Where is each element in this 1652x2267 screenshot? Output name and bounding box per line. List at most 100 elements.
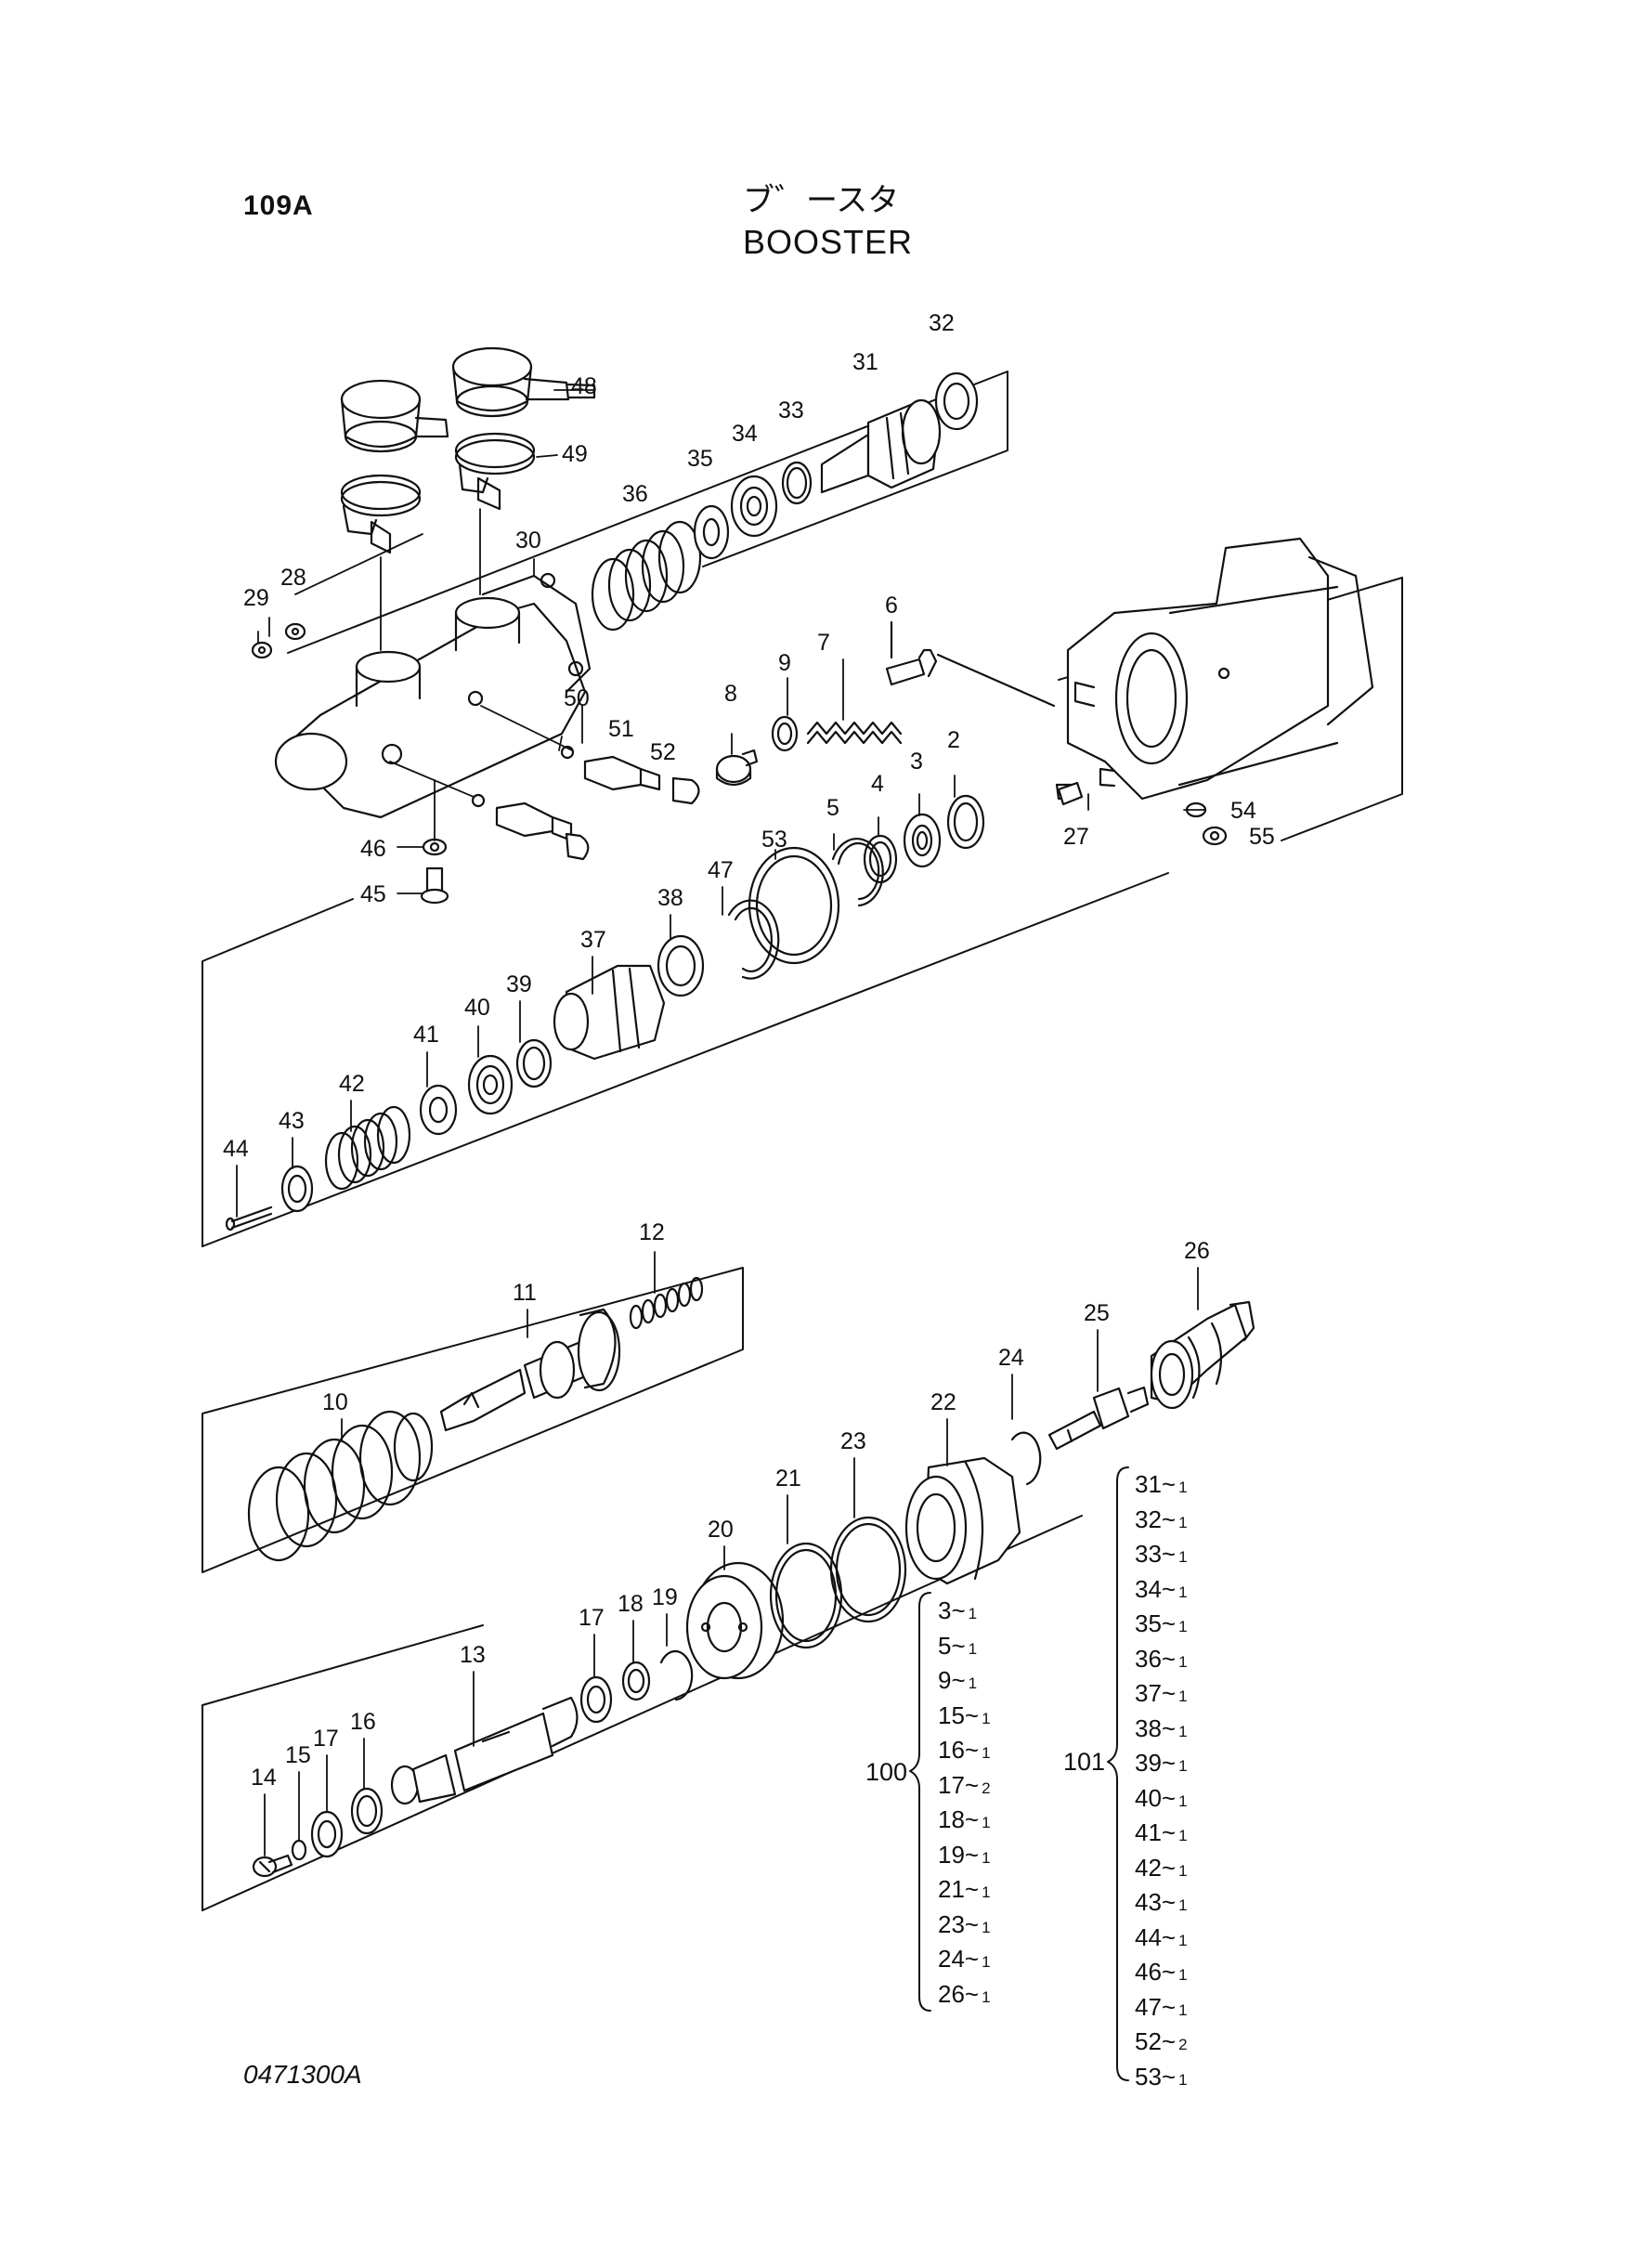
kit-item-qty: 1 (982, 1709, 991, 1727)
kit-item-qty: 1 (1178, 1513, 1188, 1531)
kit-item-separator: ~ (1161, 1853, 1177, 1882)
callout-30: 30 (515, 528, 541, 554)
kit-item: 17~2 (938, 1768, 1040, 1804)
ring-33 (781, 461, 813, 505)
callout-17-lower: 17 (313, 1726, 339, 1752)
seat-35 (693, 504, 730, 560)
kit-item-qty: 1 (1178, 1652, 1188, 1671)
kit-item: 40~1 (1135, 1781, 1237, 1817)
kit-item-qty: 1 (1178, 1618, 1188, 1635)
kit-item: 24~1 (938, 1942, 1040, 1977)
kit-item-qty: 2 (1178, 2036, 1188, 2053)
kit-item-part: 46 (1135, 1958, 1162, 1986)
plunger-11 (439, 1308, 621, 1432)
kit-item-qty: 1 (1178, 1931, 1188, 1949)
kit-item-qty: 1 (982, 1953, 991, 1971)
kit-item-separator: ~ (1161, 1505, 1177, 1533)
spring-10 (247, 1410, 434, 1562)
stud-6 (885, 620, 1056, 708)
kit-item-separator: ~ (1161, 1609, 1177, 1637)
callout-18: 18 (618, 1591, 644, 1617)
kit-item-qty: 1 (1178, 1548, 1188, 1566)
leader-lines-row4 (264, 1267, 1199, 1857)
kit-item-separator: ~ (1161, 2027, 1177, 2055)
kit-item-part: 34 (1135, 1574, 1162, 1603)
kit-item-separator: ~ (964, 1840, 980, 1869)
kit-item: 44~1 (1135, 1921, 1237, 1956)
stud-27 (1057, 781, 1084, 806)
kit-item-part: 31 (1135, 1470, 1162, 1498)
nut-28 (284, 622, 306, 641)
kit-item-part: 35 (1135, 1609, 1162, 1637)
kit-item: 46~1 (1135, 1955, 1237, 1990)
kit-item-qty: 2 (982, 1778, 991, 1797)
kit-100-brace (909, 1592, 931, 2012)
callout-10: 10 (322, 1389, 348, 1415)
bolt-45 (420, 838, 449, 905)
kit-item-part: 52 (1135, 2027, 1162, 2055)
kit-item-part: 9 (938, 1666, 952, 1694)
callout-numbers: 48 49 30 28 29 50 51 52 46 45 36 35 34 3… (223, 310, 1275, 1791)
kit-item-qty: 1 (1178, 2000, 1188, 2019)
kit-item-part: 38 (1135, 1713, 1162, 1742)
seal-40 (467, 1054, 514, 1115)
kit-item-separator: ~ (1161, 1540, 1177, 1568)
callout-54: 54 (1230, 798, 1256, 824)
callout-32: 32 (929, 310, 955, 336)
callout-16: 16 (350, 1709, 376, 1735)
leader-lines-row1 (257, 389, 595, 798)
kit-item-part: 36 (1135, 1644, 1162, 1673)
kit-item-separator: ~ (1161, 1888, 1177, 1916)
kit-item-separator: ~ (951, 1666, 966, 1694)
kit-item-separator: ~ (951, 1631, 966, 1660)
kit-item: 35~1 (1135, 1607, 1237, 1642)
kit-item-qty: 1 (968, 1605, 978, 1622)
kit-item-qty: 1 (968, 1674, 978, 1692)
kit-item-separator: ~ (1161, 2062, 1177, 2091)
kit-item-part: 26 (938, 1979, 965, 2008)
callout-22: 22 (930, 1389, 956, 1415)
kit-100-id: 100 (865, 1758, 908, 1786)
callout-35: 35 (687, 446, 713, 472)
kit-item-separator: ~ (1161, 1922, 1177, 1951)
callout-47: 47 (708, 857, 734, 883)
spring-42 (324, 1105, 411, 1191)
kit-item: 32~1 (1135, 1503, 1237, 1538)
ring-9 (771, 715, 799, 752)
callout-12: 12 (639, 1219, 665, 1245)
kit-item: 5~1 (938, 1629, 1040, 1664)
callout-39: 39 (506, 971, 532, 997)
kit-item-separator: ~ (1161, 1749, 1177, 1777)
retainer-43 (280, 1165, 314, 1213)
callout-52: 52 (650, 739, 676, 765)
snap-ring-24 (1010, 1431, 1042, 1486)
washer-54 (1185, 801, 1207, 818)
kit-item-part: 44 (1135, 1922, 1162, 1951)
kit-item-separator: ~ (964, 1909, 980, 1938)
kit-item-separator: ~ (964, 1805, 980, 1833)
seal-17a (310, 1810, 344, 1858)
kit-item-separator: ~ (1161, 1644, 1177, 1673)
kit-item-qty: 1 (982, 1883, 991, 1901)
callout-8: 8 (724, 681, 737, 707)
kit-item: 23~1 (938, 1908, 1040, 1943)
callout-4: 4 (871, 771, 884, 797)
sleeve-22 (904, 1456, 1021, 1585)
hose-clamp-49 (340, 432, 536, 554)
callout-46: 46 (360, 836, 386, 862)
kit-item-separator: ~ (964, 1875, 980, 1903)
kit-item-separator: ~ (1161, 1992, 1177, 2021)
callout-50: 50 (564, 685, 590, 711)
callout-15: 15 (285, 1742, 311, 1768)
kit-item: 43~1 (1135, 1885, 1237, 1921)
kit-item: 19~1 (938, 1838, 1040, 1873)
seat-41 (419, 1084, 458, 1136)
kit-item: 33~1 (1135, 1537, 1237, 1572)
kit-item-part: 32 (1135, 1505, 1162, 1533)
hose-fitting-48 (340, 346, 596, 453)
kit-item-separator: ~ (1161, 1958, 1177, 1986)
ring-21 (769, 1542, 843, 1649)
kit-item-separator: ~ (964, 1979, 980, 2008)
kit-item: 9~1 (938, 1663, 1040, 1699)
